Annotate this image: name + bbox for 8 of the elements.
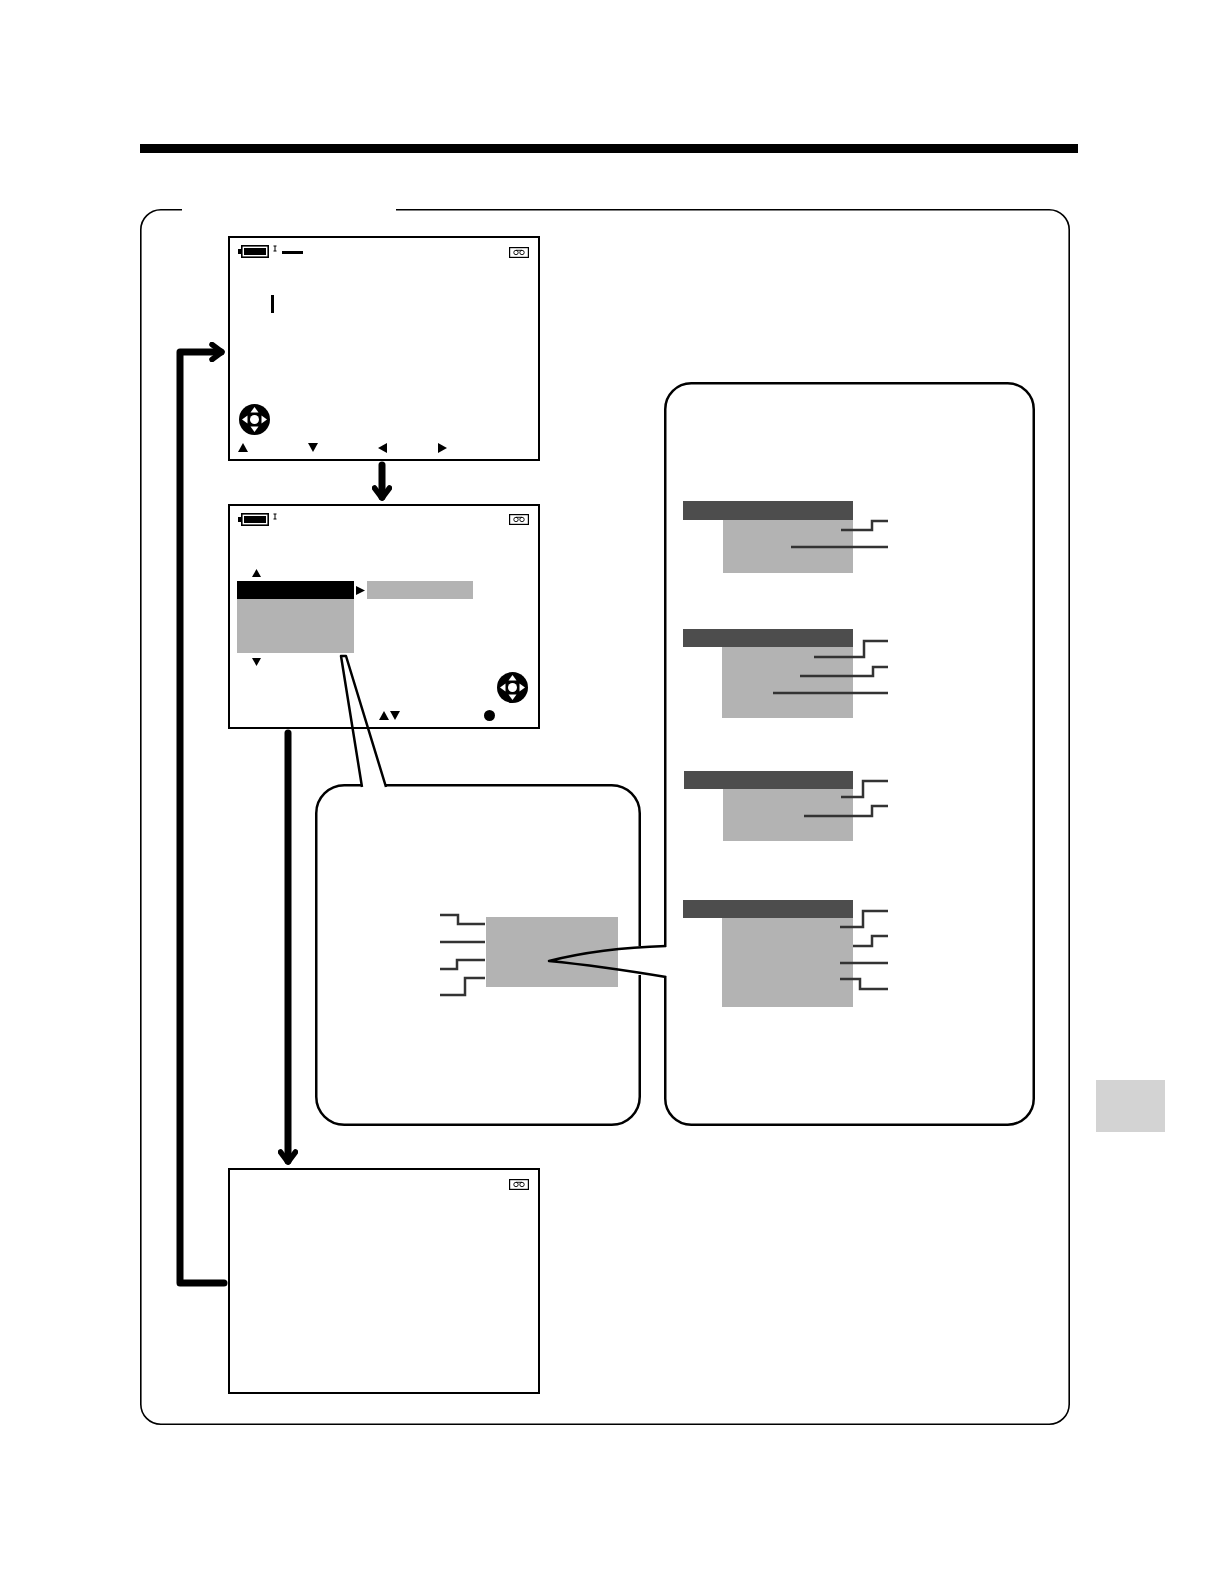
callout-bubble bbox=[664, 382, 1035, 1126]
lcd-screen bbox=[228, 236, 540, 461]
flow-arrow bbox=[277, 729, 299, 1165]
flow-arrow bbox=[176, 341, 228, 1287]
callout-bubble bbox=[315, 784, 641, 1126]
lcd-screen bbox=[228, 1168, 540, 1394]
flow-arrow bbox=[371, 461, 393, 501]
lcd-screen bbox=[228, 504, 540, 729]
